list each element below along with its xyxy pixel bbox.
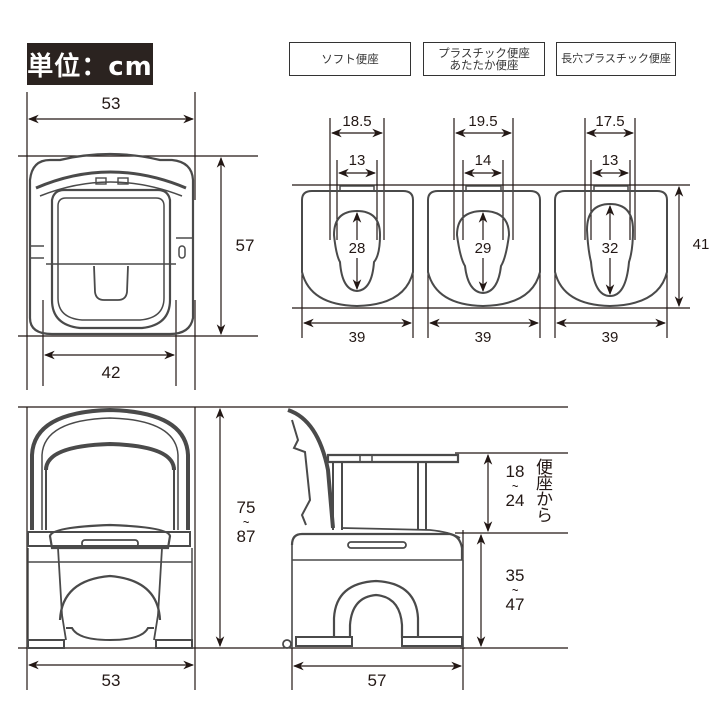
seat3-opening-length: 32 (595, 240, 625, 258)
seat-type-plastic-warm: プラスチック便座 あたたか便座 (423, 42, 545, 76)
armrest-height-max: 24 (505, 491, 525, 510)
seat-views (292, 118, 690, 338)
top-inner-width-label: 42 (101, 363, 121, 382)
seat1-width: 39 (348, 329, 366, 346)
side-view-product (282, 408, 464, 649)
side-depth-label: 57 (367, 671, 387, 690)
armrest-note: 便座から (532, 458, 552, 522)
seat-type-label: プラスチック便座 (438, 46, 530, 60)
front-height-max: 87 (236, 527, 256, 546)
top-view (18, 92, 258, 390)
range-separator: ~ (242, 514, 250, 530)
seat1-outer-opening: 18.5 (342, 113, 372, 130)
range-separator: ~ (511, 478, 519, 494)
seat-type-soft: ソフト便座 (289, 42, 411, 76)
armrest-height-range: 18 ~ 24 (500, 462, 530, 510)
front-width-label: 53 (101, 671, 121, 690)
seat-type-long-plastic: 長穴プラスチック便座 (556, 42, 676, 76)
seat-height-max: 47 (505, 595, 525, 614)
seat2-inner-opening: 14 (474, 152, 492, 169)
seat-type-label: ソフト便座 (321, 52, 379, 66)
seat-depth-label: 41 (692, 236, 710, 253)
seat2-outer-opening: 19.5 (468, 113, 498, 130)
seat2-width: 39 (474, 329, 492, 346)
front-height-range: 75 ~ 87 (228, 498, 264, 546)
seat-type-label-sub: あたたか便座 (449, 58, 519, 72)
seat-height-min: 35 (505, 566, 525, 585)
seat3-inner-opening: 13 (601, 152, 619, 169)
top-view-product (28, 152, 195, 336)
top-width-label: 53 (101, 94, 121, 113)
top-depth-label: 57 (235, 236, 255, 255)
seat1-inner-opening: 13 (348, 152, 366, 169)
seat-type-label: 長穴プラスチック便座 (561, 52, 671, 65)
unit-badge: 単位：cm (27, 43, 153, 85)
front-view-product (27, 407, 193, 649)
armrest-height-min: 18 (505, 462, 525, 481)
seat3-outer-opening: 17.5 (595, 113, 625, 130)
seat2-opening-length: 29 (468, 240, 498, 258)
seat-height-range: 35 ~ 47 (500, 566, 530, 614)
seat-outlines (301, 185, 668, 308)
seat1-opening-length: 28 (342, 240, 372, 258)
range-separator: ~ (511, 582, 519, 598)
front-height-min: 75 (236, 498, 256, 517)
seat3-width: 39 (601, 329, 619, 346)
